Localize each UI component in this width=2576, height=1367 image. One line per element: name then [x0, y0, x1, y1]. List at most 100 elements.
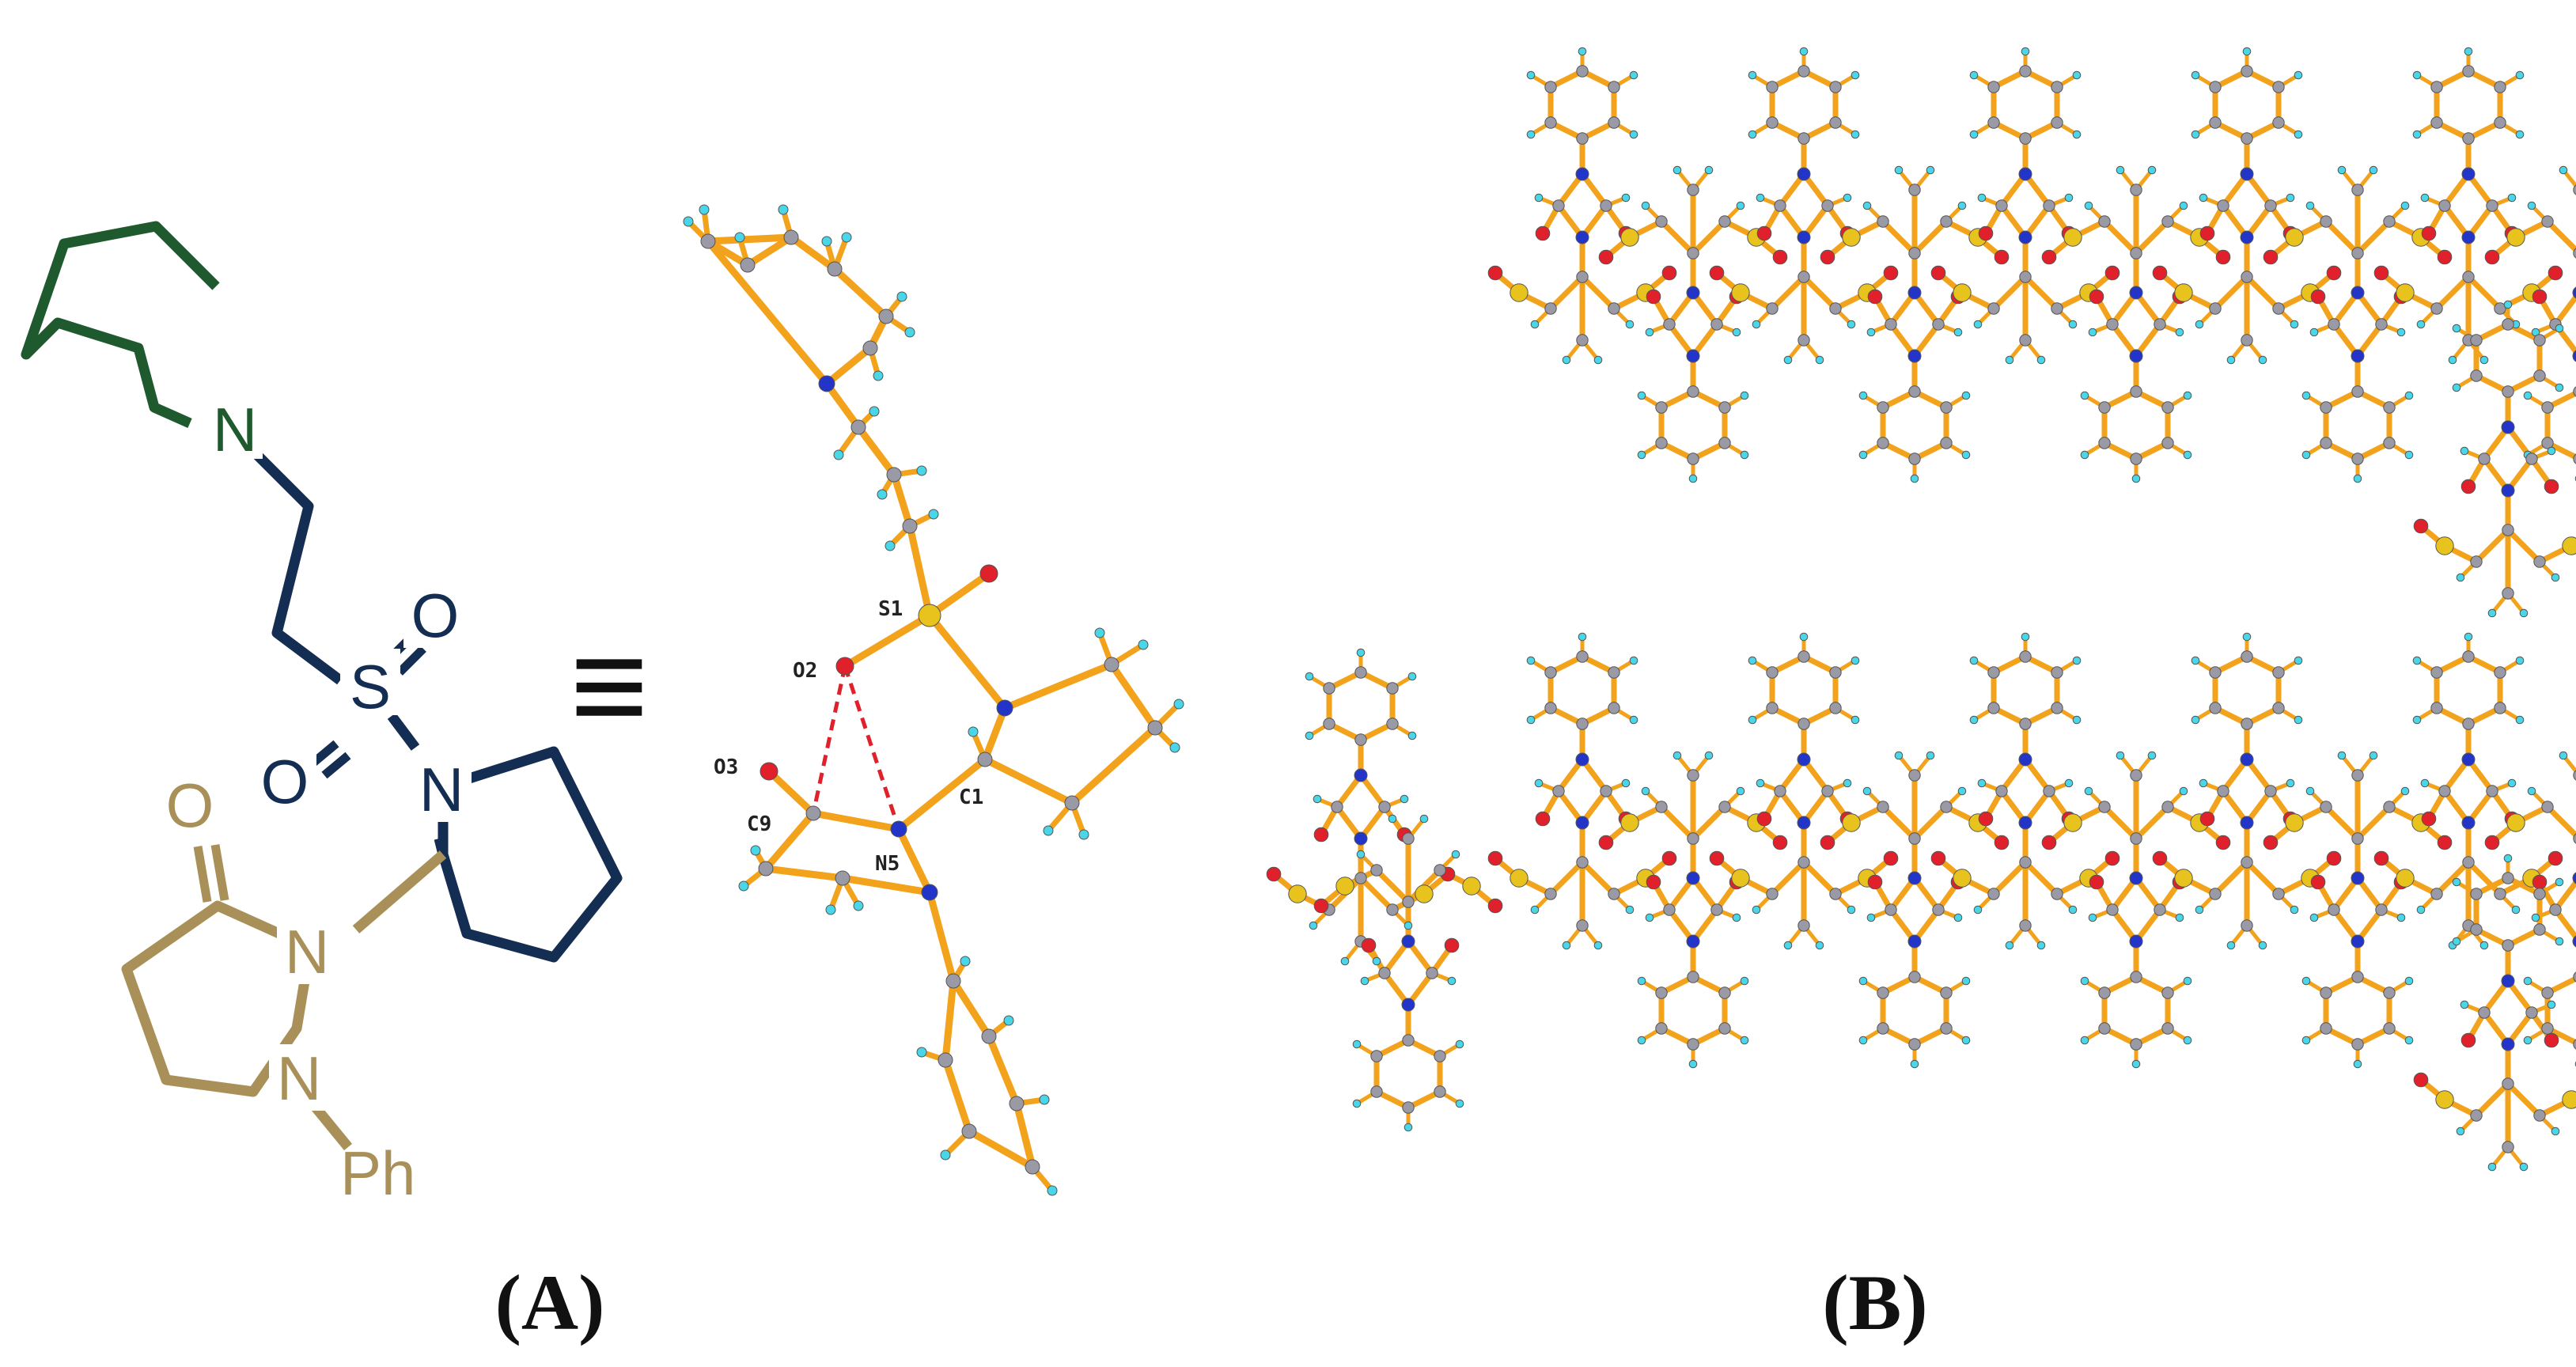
packing-atom-c [1718, 437, 1731, 449]
packing-atom-h [2531, 913, 2540, 922]
crystal-bond [841, 612, 934, 670]
packing-atom-c [2272, 116, 2285, 129]
packing-atom-h [1756, 193, 1765, 203]
piperidine-ring [21, 221, 220, 428]
crystal-atom-h [904, 327, 915, 338]
packing-atom-h [1688, 1059, 1698, 1069]
packing-atom-n [2351, 286, 2365, 300]
packing-atom-c [1576, 650, 1589, 663]
packing-atom-c [2502, 318, 2514, 331]
packing-atom-h [2400, 201, 2410, 210]
crystal-atom-n [818, 375, 835, 392]
packing-atom-c [1908, 1038, 1921, 1051]
packing-atom-o [1313, 898, 1329, 914]
crystal-bond [926, 612, 1009, 712]
packing-atom-h [1815, 941, 1824, 950]
packing-atom-c [1576, 919, 1589, 932]
packing-atom-h [2199, 193, 2208, 203]
packing-atom-c [2502, 939, 2514, 952]
packing-bond [2434, 859, 2472, 897]
packing-bond [2022, 274, 2060, 312]
packing-atom-h [1534, 193, 1544, 203]
crystal-atom-n [890, 820, 907, 838]
crystal-atom-c [835, 870, 850, 886]
packing-atom-s [1415, 884, 1434, 903]
packing-atom-o [2413, 1072, 2429, 1088]
packing-atom-c [2502, 872, 2514, 884]
crystal-atom-h [853, 900, 864, 911]
packing-atom-c [2019, 334, 2032, 346]
packing-atom-c [2430, 302, 2443, 315]
packing-atom-o [2041, 249, 2057, 265]
packing-atom-c [1608, 116, 1620, 129]
c-n-linkage [352, 850, 447, 933]
packing-atom-h [2420, 778, 2430, 788]
packing-atom-c [2383, 986, 2396, 999]
packing-atom-n [1907, 286, 1922, 300]
packing-atom-n [1797, 167, 1811, 181]
packing-atom-s [1335, 877, 1354, 896]
crystal-atom-h [1047, 1185, 1058, 1196]
packing-atom-c [2043, 199, 2055, 212]
packing-bond [2101, 218, 2139, 256]
packing-atom-h [1621, 193, 1631, 203]
packing-atom-c [1987, 302, 2000, 315]
atom-n-ring1: N [277, 917, 337, 986]
packing-atom-n [2129, 871, 2143, 885]
crystal-atom-c [1104, 657, 1119, 672]
packing-atom-c [2430, 81, 2443, 93]
packing-atom-c [1655, 401, 1668, 414]
packing-atom-o [2152, 265, 2168, 281]
packing-atom-h [2452, 383, 2461, 392]
packing-atom-h [2523, 976, 2532, 986]
packing-atom-o [1598, 835, 1614, 850]
packing-atom-o [2532, 289, 2548, 305]
packing-atom-o [2548, 265, 2563, 281]
atom-n-piperidine: N [207, 395, 263, 464]
crystal-atom-h [1138, 639, 1149, 650]
crystal-bond [704, 237, 831, 388]
packing-atom-h [1894, 165, 1904, 175]
packing-atom-c [2470, 1109, 2483, 1122]
packing-atom-h [1756, 778, 1765, 788]
packing-atom-c [2161, 986, 2174, 999]
packing-atom-c [1687, 971, 1699, 983]
packing-atom-h [1629, 715, 1638, 725]
crystal-bond [941, 977, 957, 1064]
label-c9: C9 [747, 812, 771, 836]
crystal-atom-labels: S1 O2 O3 C9 N5 C1 [714, 597, 983, 876]
packing-atom-c [2541, 401, 2554, 414]
packing-atom-n [2501, 974, 2515, 988]
packing-atom-c [2098, 401, 2111, 414]
packing-atom-h [2337, 165, 2347, 175]
packing-atom-c [2051, 888, 2063, 900]
crystal-atom-h [885, 540, 896, 551]
packing-atom-s [1510, 283, 1529, 302]
packing-atom-o [2041, 835, 2057, 850]
packing-atom-o [2548, 850, 2563, 866]
crystal-atom-h [968, 726, 979, 737]
packing-atom-c [2470, 888, 2483, 900]
packing-atom-h [2005, 355, 2014, 365]
packing-atom-c [1323, 682, 1335, 695]
packing-atom-h [2404, 450, 2414, 460]
packing-atom-h [2080, 976, 2089, 986]
packing-atom-c [1766, 116, 1779, 129]
packing-atom-h [2072, 715, 2082, 725]
packing-atom-n [2018, 752, 2032, 767]
packing-bond [1911, 804, 1949, 842]
packing-atom-c [1655, 1022, 1668, 1035]
packing-atom-c [2462, 132, 2475, 145]
packing-atom-o [1487, 898, 1503, 914]
packing-atom-o [2544, 1032, 2559, 1048]
packing-atom-c [2494, 302, 2506, 315]
packing-atom-c [1354, 872, 1367, 884]
packing-atom-c [1576, 65, 1589, 78]
packing-atom-c [1608, 888, 1620, 900]
packing-atom-h [1858, 976, 1868, 986]
packing-atom-c [1798, 718, 1810, 730]
packing-atom-o [2104, 265, 2120, 281]
packing-atom-h [1732, 913, 1741, 922]
packing-atom-c [1766, 888, 1779, 900]
packing-atom-o [1598, 249, 1614, 265]
